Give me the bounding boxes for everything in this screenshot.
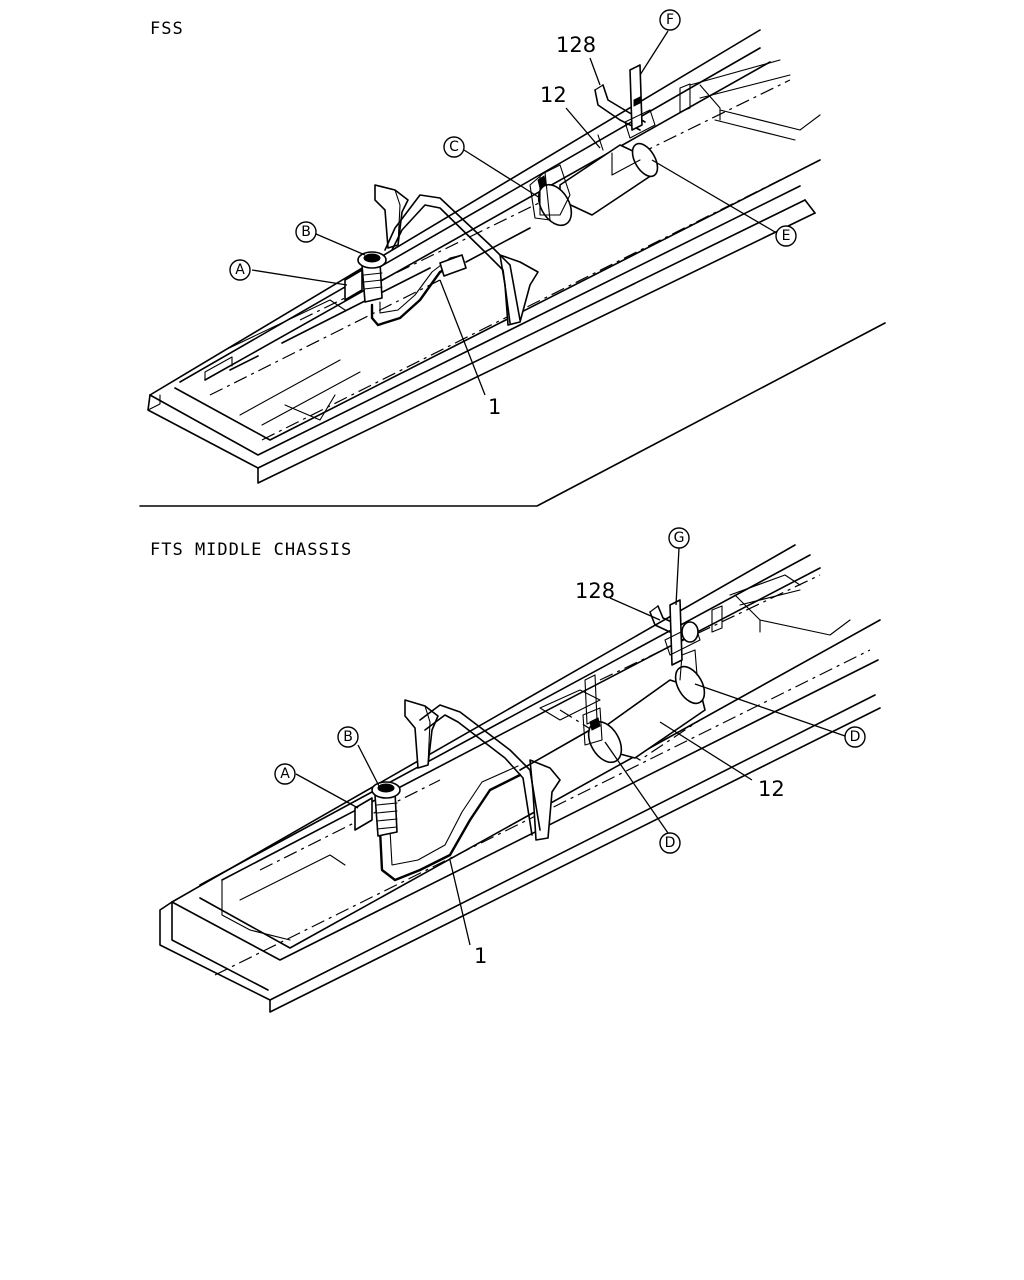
fuel-line-routing <box>419 704 541 836</box>
svg-text:A: A <box>235 262 245 278</box>
part-label-12: 12 <box>758 777 785 801</box>
callout-e: E <box>775 225 797 247</box>
cross-member-bracket <box>404 699 561 841</box>
fuel-filter-assembly <box>354 781 401 837</box>
svg-text:E: E <box>782 228 791 244</box>
view-title: FTS MIDDLE CHASSIS <box>150 540 352 560</box>
svg-text:C: C <box>449 139 459 155</box>
svg-text:F: F <box>666 12 674 28</box>
section-divider-line <box>139 322 886 507</box>
view-fss: FSS <box>147 9 821 484</box>
callout-c: C <box>443 136 465 158</box>
view-fts-middle-chassis: FTS MIDDLE CHASSIS <box>150 527 881 1013</box>
svg-text:D: D <box>665 835 676 851</box>
svg-text:D: D <box>850 729 861 745</box>
part-label-128: 128 <box>556 33 596 57</box>
svg-text:B: B <box>301 224 311 240</box>
chassis-frame <box>147 29 821 484</box>
chassis-frame <box>159 544 881 1013</box>
part-label-1: 1 <box>474 944 487 968</box>
part-label-12: 12 <box>540 83 567 107</box>
view-title: FSS <box>150 19 184 39</box>
callout-d-right: D <box>844 726 866 748</box>
svg-text:G: G <box>674 530 685 546</box>
part-number-labels: 128 12 1 <box>488 33 596 419</box>
part-number-labels: 128 12 1 <box>474 579 785 968</box>
svg-text:A: A <box>280 766 290 782</box>
callout-a: A <box>229 259 251 281</box>
callout-b: B <box>295 221 317 243</box>
part-label-1: 1 <box>488 395 501 419</box>
callout-b: B <box>337 726 359 748</box>
fuel-filter-assembly <box>344 251 387 303</box>
mounting-bracket-f <box>624 64 691 139</box>
hose-part-1 <box>370 227 531 327</box>
callout-d-lower: D <box>659 832 681 854</box>
mounting-bracket-g <box>664 599 723 666</box>
muffler-assembly <box>582 649 706 764</box>
muffler-assembly <box>529 134 659 227</box>
svg-text:B: B <box>343 729 353 745</box>
leader-lines <box>251 30 776 396</box>
callout-a: A <box>274 763 296 785</box>
part-label-128: 128 <box>575 579 615 603</box>
callout-f: F <box>659 9 681 31</box>
fuel-line-routing <box>384 194 521 324</box>
callout-g: G <box>668 527 690 549</box>
hose-part-1 <box>378 729 591 882</box>
leader-lines <box>295 547 846 946</box>
